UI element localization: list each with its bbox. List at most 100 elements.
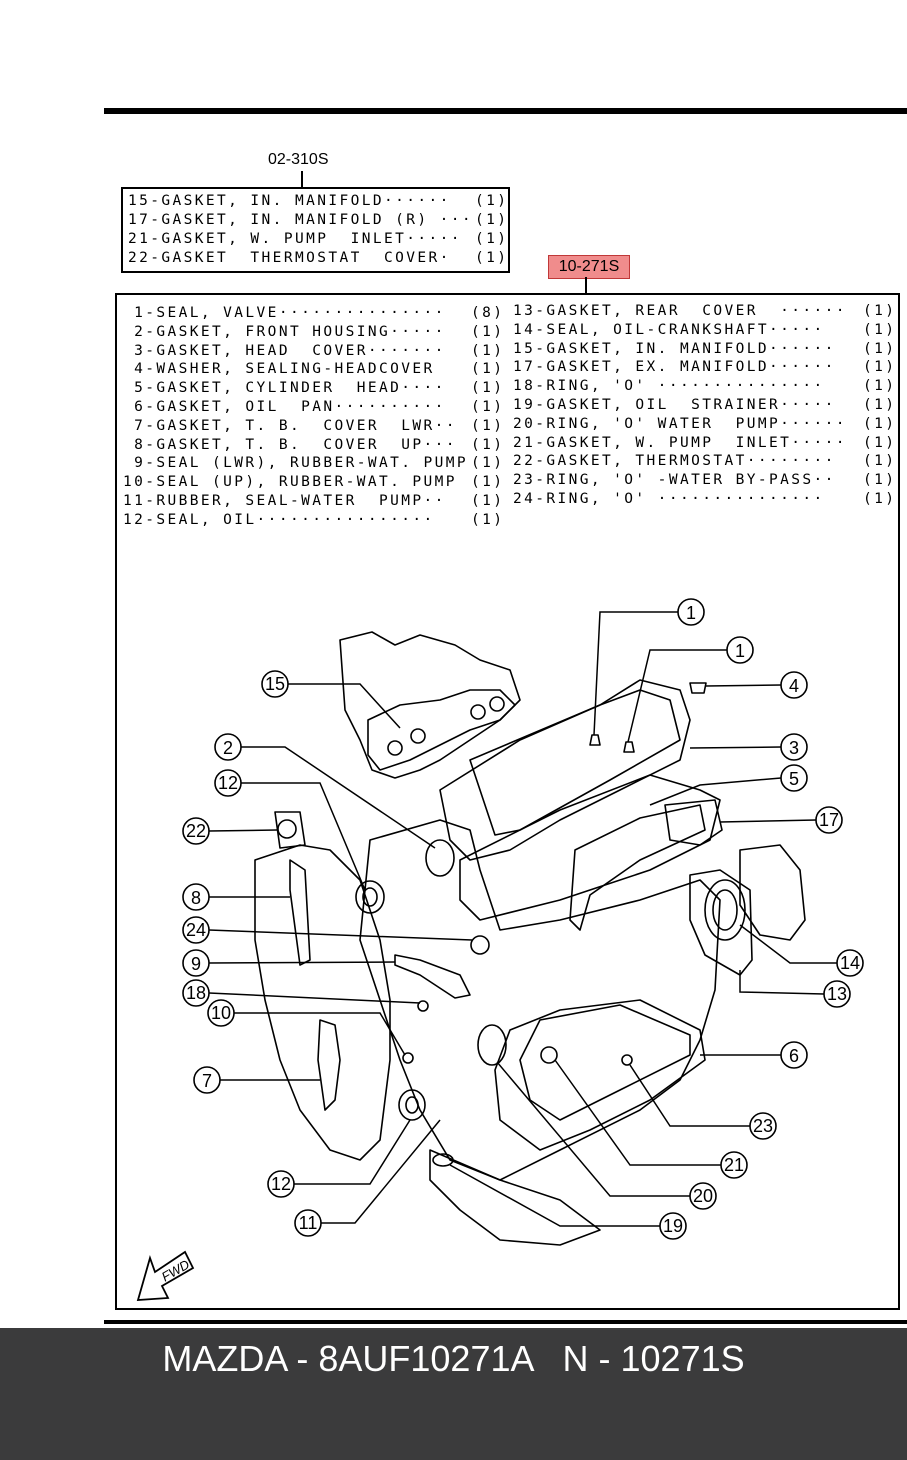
- callout-21: 21: [720, 1151, 748, 1179]
- callout-22: 22: [182, 817, 210, 845]
- callout-15: 15: [261, 670, 289, 698]
- footer-part-number: MAZDA - 8AUF10271A N - 10271S: [162, 1338, 745, 1379]
- list-item: 22-GASKET, THERMOSTAT········(1): [513, 453, 897, 470]
- oil-seal-12-lower: [398, 1089, 426, 1121]
- front-housing-gasket-2: [425, 839, 455, 877]
- callout-8: 8: [182, 883, 210, 911]
- callout-4: 4: [780, 671, 808, 699]
- callout-17: 17: [815, 806, 843, 834]
- timing-cover-gasket-7: [317, 1019, 341, 1111]
- svg-text:5: 5: [789, 769, 799, 789]
- svg-text:13: 13: [827, 984, 847, 1004]
- svg-text:4: 4: [789, 676, 799, 696]
- list-item: 12-SEAL, OIL················(1): [123, 511, 505, 528]
- engine-block: [359, 819, 721, 1181]
- callout-7: 7: [193, 1066, 221, 1094]
- oil-seal-inner: [362, 887, 378, 907]
- footer-bar: [0, 1328, 907, 1460]
- callout-11: 11: [294, 1209, 322, 1237]
- callout-3: 3: [780, 733, 808, 761]
- thermostat-gasket-22: [277, 819, 297, 839]
- exhaust-gasket-17: [664, 799, 723, 846]
- list-item: 8-GASKET, T. B. COVER UP···(1): [123, 436, 505, 453]
- svg-text:20: 20: [693, 1186, 713, 1206]
- manifold-port: [387, 740, 403, 756]
- callout-1b: 1: [726, 636, 754, 664]
- svg-text:6: 6: [789, 1046, 799, 1066]
- svg-text:21: 21: [724, 1155, 744, 1175]
- head-gasket-5: [569, 804, 706, 931]
- timing-cover-gasket-8: [289, 859, 311, 966]
- svg-text:19: 19: [663, 1216, 683, 1236]
- list-item: 2-GASKET, FRONT HOUSING·····(1): [123, 323, 505, 340]
- rear-cover-plate: [739, 844, 806, 941]
- oil-pan-gasket-6: [519, 1004, 691, 1121]
- callout-12-lower: 12: [267, 1170, 295, 1198]
- w-pump-inlet-gasket-21: [540, 1046, 558, 1064]
- list-item: 9-SEAL (LWR), RUBBER-WAT. PUMP(1): [123, 455, 505, 472]
- svg-text:1: 1: [735, 641, 745, 661]
- list-item: 15-GASKET, IN. MANIFOLD······(1): [128, 193, 509, 209]
- oil-pan-lower: [429, 1149, 601, 1246]
- ref-code-manifold-set: 02-310S: [268, 151, 329, 168]
- crank-oil-seal-14: [704, 879, 746, 941]
- list-item: 1-SEAL, VALVE···············(8): [123, 305, 505, 321]
- cylinder-head: [459, 774, 721, 921]
- rear-cover-gasket-13: [689, 869, 753, 976]
- parts-list-right: 13-GASKET, REAR COVER ······(1) 14-SEAL,…: [513, 302, 897, 509]
- list-item: 4-WASHER, SEALING-HEADCOVER(1): [123, 361, 505, 378]
- list-item: 23-RING, 'O' -WATER BY-PASS··(1): [513, 472, 897, 489]
- svg-text:12: 12: [271, 1174, 291, 1194]
- o-ring-23: [621, 1054, 633, 1066]
- manifold-port: [470, 704, 486, 720]
- callout-1a: 1: [677, 598, 705, 626]
- rubber-seal-9: [394, 954, 471, 999]
- callout-6: 6: [780, 1041, 808, 1069]
- callout-23: 23: [749, 1112, 777, 1140]
- callout-20: 20: [689, 1182, 717, 1210]
- callout-24: 24: [182, 916, 210, 944]
- svg-text:10: 10: [211, 1003, 231, 1023]
- ref-code-highlighted: 10-271S: [548, 255, 630, 279]
- timing-belt-cover: [254, 844, 391, 1161]
- callout-12-upper: 12: [214, 769, 242, 797]
- manifold-port: [489, 696, 505, 712]
- callout-9: 9: [182, 949, 210, 977]
- svg-text:23: 23: [753, 1116, 773, 1136]
- oil-pan: [494, 999, 706, 1151]
- parts-list-left: 1-SEAL, VALVE···············(8) 2-GASKET…: [123, 304, 505, 530]
- callout-14: 14: [836, 949, 864, 977]
- list-item: 11-RUBBER, SEAL-WATER PUMP··(1): [123, 492, 505, 509]
- thermostat-gasket-outline: [274, 811, 306, 849]
- list-item: 15-GASKET, IN. MANIFOLD······(1): [513, 340, 897, 357]
- svg-text:12: 12: [218, 773, 238, 793]
- list-item: 18-RING, 'O' ···············(1): [513, 378, 897, 395]
- gasket-kit-panel: 1-SEAL, VALVE···············(8) 2-GASKET…: [115, 293, 900, 1310]
- bottom-rule: [104, 1320, 907, 1324]
- svg-text:18: 18: [186, 983, 206, 1003]
- list-item: 22-GASKET THERMOSTAT COVER·(1): [128, 250, 509, 266]
- manifold-port: [410, 728, 426, 744]
- svg-text:24: 24: [186, 920, 206, 940]
- ref-leader-top: [301, 171, 303, 188]
- callout-2: 2: [214, 733, 242, 761]
- list-item: 14-SEAL, OIL-CRANKSHAFT·····(1): [513, 321, 897, 338]
- callout-leaders: [208, 611, 837, 1227]
- engine-exploded-diagram: 1 1 4 15 3 2 5 12 17 22 8 24 14 9 18 13 …: [136, 598, 864, 1301]
- svg-text:3: 3: [789, 738, 799, 758]
- svg-text:9: 9: [191, 954, 201, 974]
- forward-arrow-icon: FWD: [136, 1250, 195, 1301]
- o-ring-24: [470, 935, 490, 955]
- manifold-gasket-list: 15-GASKET, IN. MANIFOLD······(1) 17-GASK…: [121, 187, 510, 273]
- callout-10: 10: [207, 999, 235, 1027]
- o-ring-water-pump-20: [477, 1024, 507, 1066]
- svg-text:22: 22: [186, 821, 206, 841]
- list-item: 21-GASKET, W. PUMP INLET·····(1): [513, 434, 897, 451]
- svg-text:11: 11: [299, 1213, 318, 1233]
- callout-19: 19: [659, 1212, 687, 1240]
- list-item: 21-GASKET, W. PUMP INLET·····(1): [128, 231, 509, 247]
- svg-text:15: 15: [265, 674, 285, 694]
- manifold-gasket-15: [367, 689, 516, 771]
- svg-text:2: 2: [223, 738, 233, 758]
- oil-strainer-gasket-19: [432, 1153, 454, 1167]
